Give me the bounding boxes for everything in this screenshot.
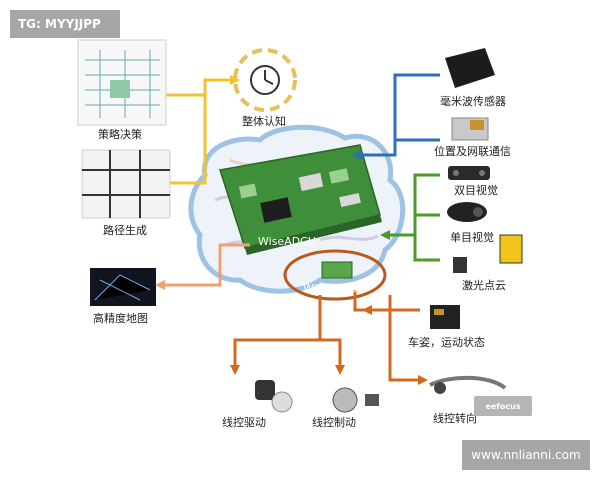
orange-connectors (233, 290, 420, 382)
perception-clock-icon (233, 48, 297, 112)
mmwave-sensor-icon (445, 48, 495, 88)
hdmap-connector (160, 243, 250, 287)
strategy-diagram-thumb (77, 39, 167, 126)
watermark-url: www.nnlianni.com (462, 440, 590, 470)
mcu-ring (283, 249, 387, 301)
brake-actuator-icon (332, 387, 379, 413)
drive-actuator-icon (255, 380, 293, 413)
mmwave-label: 毫米波传感器 (440, 95, 506, 108)
steer-actuator-icon (429, 375, 507, 394)
drive-label: 线控驱动 (222, 416, 266, 429)
lidar-icon (453, 234, 523, 273)
brake-label: 线控制动 (312, 416, 356, 429)
steer-label: 线控转向 (433, 412, 477, 425)
mono-label: 单目视觉 (450, 231, 494, 244)
perception-label: 整体认知 (242, 115, 286, 128)
path-grid-thumb (81, 149, 171, 219)
hdmap-label: 高精度地图 (93, 312, 148, 325)
eefocus-badge: eefocus (474, 396, 532, 416)
mono-camera-icon (447, 202, 487, 222)
lidar-label: 激光点云 (462, 279, 506, 292)
strategy-label: 策略决策 (98, 128, 142, 141)
positioning-module-icon (451, 117, 489, 141)
mcu-chip (321, 261, 353, 279)
yellow-connectors (160, 78, 230, 185)
imu-icon (430, 305, 460, 329)
mcu-label: WiseIMCU (303, 282, 358, 295)
positioning-label: 位置及网联通信 (434, 145, 511, 158)
blue-connectors (360, 73, 440, 157)
adcu-label: WiseADCU (258, 235, 316, 248)
vehicle-state-label: 车姿，运动状态 (408, 336, 485, 349)
path-label: 路径生成 (103, 224, 147, 237)
stereo-label: 双目视觉 (454, 184, 498, 197)
adcu-board (219, 144, 382, 255)
watermark-tag: TG: MYYJJPP (10, 10, 120, 38)
hdmap-thumb (90, 268, 156, 306)
stereo-camera-icon (448, 166, 490, 180)
